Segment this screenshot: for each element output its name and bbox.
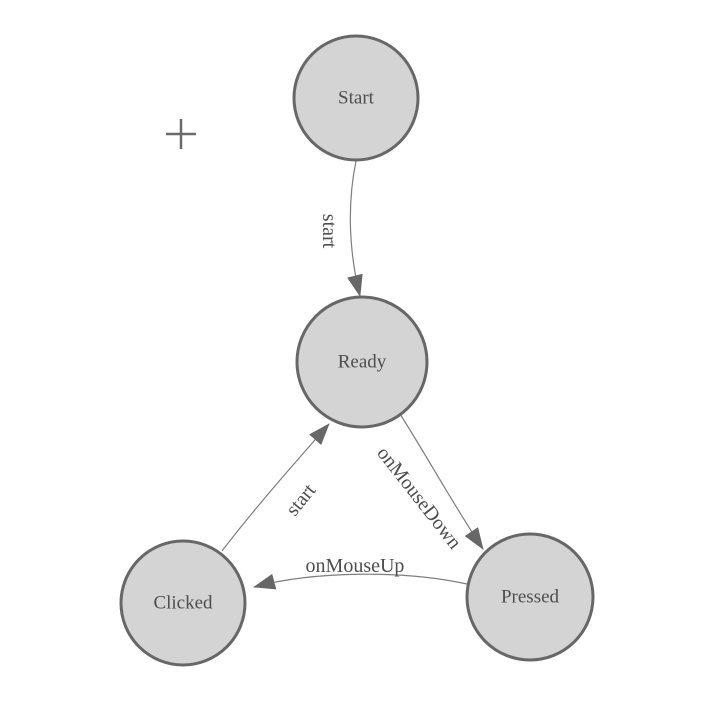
transition-edge-ready-to-pressed[interactable] bbox=[399, 413, 484, 550]
state-circle-pressed[interactable] bbox=[465, 532, 595, 662]
transition-label-ready-to-pressed: onMouseDown bbox=[372, 443, 465, 554]
transition-label-start-to-ready: start bbox=[318, 214, 340, 249]
state-label-ready: Ready bbox=[338, 352, 387, 373]
state-circle-ready[interactable] bbox=[295, 295, 429, 429]
plus-icon bbox=[166, 119, 196, 149]
state-circle-start[interactable] bbox=[292, 34, 420, 162]
transition-pressed-to-clicked[interactable]: onMouseUp bbox=[253, 555, 468, 590]
transition-edge-start-to-ready[interactable] bbox=[347, 160, 363, 297]
transition-edge-clicked-to-ready[interactable] bbox=[221, 423, 330, 552]
state-label-pressed: Pressed bbox=[501, 587, 560, 608]
state-label-start: Start bbox=[338, 88, 375, 109]
transition-label-pressed-to-clicked: onMouseUp bbox=[306, 555, 405, 577]
state-node-pressed[interactable]: Pressed bbox=[465, 532, 595, 662]
transition-ready-to-pressed[interactable]: onMouseDown bbox=[372, 413, 484, 554]
transition-edge-pressed-to-clicked[interactable] bbox=[253, 573, 468, 590]
transition-clicked-to-ready[interactable]: start bbox=[221, 423, 330, 552]
transition-label-clicked-to-ready: start bbox=[282, 479, 321, 520]
state-label-clicked: Clicked bbox=[153, 593, 213, 614]
state-circle-clicked[interactable] bbox=[119, 539, 247, 667]
state-node-ready[interactable]: Ready bbox=[295, 295, 429, 429]
state-node-start[interactable]: Start bbox=[292, 34, 420, 162]
state-node-clicked[interactable]: Clicked bbox=[119, 539, 247, 667]
transition-start-to-ready[interactable]: start bbox=[318, 160, 363, 297]
